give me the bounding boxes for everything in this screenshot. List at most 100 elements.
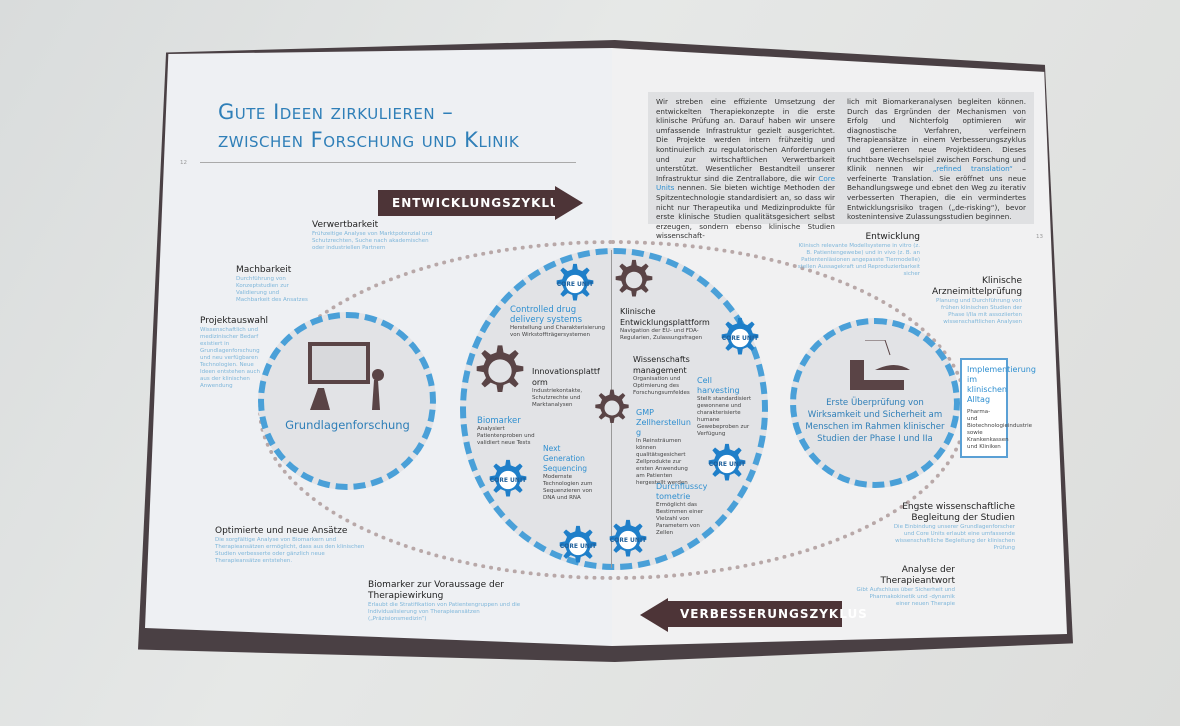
item-text: Modernste Technologien zum Sequenzieren … (543, 474, 593, 501)
core-unit-label: CORE UNIT (609, 536, 647, 544)
core-unit-gear: CORE UNIT (556, 524, 600, 572)
label-text: Durchführung von Konzeptstudien zur Vali… (236, 276, 308, 303)
gear-icon (489, 459, 527, 497)
label-text: Erlaubt die Stratifikation von Patienten… (368, 602, 521, 622)
label-biomarker-voraussage: Biomarker zur Voraussage der Therapiewir… (368, 580, 538, 623)
label-title: Klinische Arzneimittelprüfung (932, 276, 1023, 297)
item-text: Stellt standardisiert gewonnene und char… (697, 396, 752, 437)
brown-gear (592, 388, 632, 432)
intro-text: nennen. Sie bieten wichtige Methoden der… (656, 183, 835, 241)
title-line-1: Gute Ideen zirkulieren – (218, 100, 454, 124)
label-title: Analyse der Therapieantwort (880, 565, 955, 586)
item-title: Controlled drug delivery systems (510, 305, 582, 325)
item-text: Analysiert Patientenproben und validiert… (477, 426, 535, 446)
hospital-bed-icon (850, 340, 910, 390)
label-text: Wissenschaftlich und medizinischer Bedar… (200, 327, 261, 389)
item-text: Herstellung und Charakterisierung von Wi… (510, 325, 606, 338)
title-line-2: zwischen Forschung und Klinik (218, 128, 520, 152)
gear-icon (556, 263, 594, 301)
gear-icon (595, 389, 629, 423)
core-unit-label: CORE UNIT (489, 476, 527, 484)
intro-highlight: Core Units (656, 173, 835, 193)
implementation-title: Implementierung im klinischen Alltag (967, 365, 1036, 404)
core-unit-gear: CORE UNIT (606, 518, 650, 566)
gear-icon (721, 317, 759, 355)
item-title: Biomarker (477, 416, 521, 426)
clinical-trial-circle (790, 318, 960, 488)
intro-text: Wir streben eine effiziente Umsetzung de… (656, 97, 835, 183)
item-title: Klinische Entwicklungsplattform (620, 307, 710, 327)
label-title: Entwicklung (865, 232, 920, 242)
page-number-right: 13 (1036, 234, 1043, 240)
core-unit-gear: CORE UNIT (718, 316, 762, 364)
core-unit-label: CORE UNIT (721, 334, 759, 342)
label-title: Machbarkeit (236, 265, 292, 275)
item-title: Cell harvesting (697, 376, 740, 395)
basic-research-circle (258, 312, 436, 490)
brown-gear (472, 343, 528, 403)
label-text: Gibt Aufschluss über Sicherheit und Phar… (856, 587, 955, 607)
core-unit-label: CORE UNIT (708, 460, 746, 468)
arrow-head-left-icon (640, 598, 668, 632)
implementation-box: Implementierung im klinischen Alltag Pha… (960, 358, 1036, 458)
item-text: Industriekontakte, Schutzrechte und Mark… (532, 388, 583, 408)
intro-column-2: lich mit Biomarkeranalysen begleiten kön… (847, 97, 1026, 221)
label-text: Frühzeitige Analyse von Marktpotenzial u… (312, 231, 433, 251)
gear-icon (609, 519, 647, 557)
implementation-text: Pharma- und Biotechnologieindustrie sowi… (967, 409, 1033, 450)
item-text: Organisation und Optimierung des Forschu… (633, 376, 690, 396)
intro-text-box: Wir streben eine effiziente Umsetzung de… (648, 92, 1034, 240)
core-unit-label: CORE UNIT (556, 280, 594, 288)
page-title: Gute Ideen zirkulieren – zwischen Forsch… (218, 98, 519, 154)
label-title: Optimierte und neue Ansätze (215, 526, 348, 536)
label-text: Planung und Durchführung von frühen klin… (936, 298, 1022, 325)
core-unit-gear: CORE UNIT (486, 458, 530, 506)
gear-icon (559, 525, 597, 563)
clinical-trial-label: Erste Überprüfung von Wirksamkeit und Si… (805, 398, 945, 444)
page-number-left: 12 (180, 160, 187, 166)
item-title: GMP Zellherstellung (636, 408, 691, 437)
item-text: Navigation der EU- und FDA-Regularien, Z… (620, 328, 703, 341)
item-text: In Reinsträumen können qualitätsgesicher… (636, 438, 688, 486)
label-title: Engste wissenschaftliche Begleitung der … (902, 502, 1015, 523)
brown-gear (612, 258, 656, 306)
item-text: Ermöglicht das Bestimmen einer Vielzahl … (656, 502, 704, 536)
core-unit-gear: CORE UNIT (553, 262, 597, 310)
item-title: Innovationsplattform (532, 367, 600, 387)
improvement-cycle-arrow: VERBESSERUNGSZYKLUS (666, 601, 867, 627)
label-title: Biomarker zur Voraussage der Therapiewir… (368, 580, 504, 601)
intro-column-1: Wir streben eine effiziente Umsetzung de… (656, 97, 835, 240)
lab-equipment-icon (308, 342, 384, 410)
label-begleitung-studien: Engste wissenschaftliche Begleitung der … (890, 502, 1015, 552)
item-title: Durchflusscytometrie (656, 482, 708, 501)
label-text: Klinisch relevante Modellsysteme in vitr… (797, 243, 920, 277)
core-unit-label: CORE UNIT (559, 542, 597, 550)
item-title: Next Generation Sequencing (543, 444, 587, 473)
title-rule (200, 162, 576, 163)
development-cycle-arrow: ENTWICKLUNGSZYKLUS (378, 190, 569, 216)
label-title: Verwertbarkeit (312, 220, 379, 230)
intro-text: lich mit Biomarkeranalysen begleiten kön… (847, 97, 1026, 174)
gear-icon (615, 259, 653, 297)
intro-highlight: „refined translation“ (932, 164, 1013, 174)
core-unit-gear: CORE UNIT (705, 442, 749, 490)
label-text: Die Einbindung unserer Grundlagenforsche… (893, 524, 1015, 551)
item-title: Wissenschaftsmanagement (633, 355, 690, 375)
gear-icon (708, 443, 746, 481)
basic-research-label: Grundlagenforschung (285, 418, 410, 432)
